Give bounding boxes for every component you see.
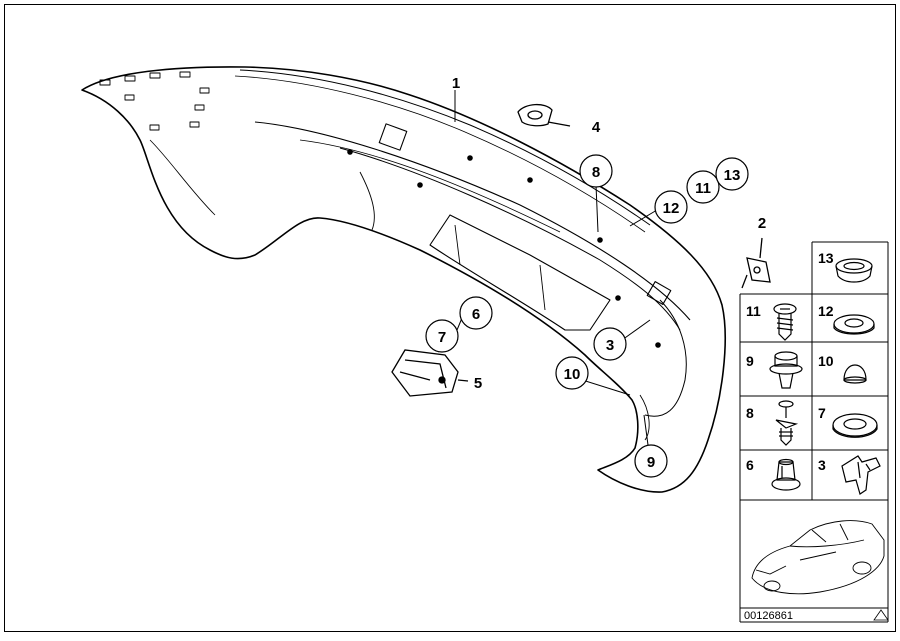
- svg-text:8: 8: [746, 405, 754, 421]
- grid-cell-9[interactable]: 9: [746, 351, 803, 389]
- svg-text:3: 3: [606, 337, 614, 354]
- svg-text:13: 13: [724, 167, 741, 184]
- nut-icon: [771, 458, 801, 491]
- part-5-mounting-bracket[interactable]: [391, 349, 469, 397]
- callout-7[interactable]: 7: [425, 319, 459, 353]
- grid-lines: [739, 241, 889, 623]
- parts-grid: 13 11 12: [739, 241, 889, 623]
- svg-text:6: 6: [746, 457, 754, 473]
- rubber-grommet-icon: [835, 258, 873, 283]
- part-4-cover[interactable]: [517, 103, 571, 127]
- svg-text:2: 2: [758, 215, 766, 232]
- callout-2[interactable]: 2: [758, 215, 766, 232]
- grid-cell-3[interactable]: 3: [818, 455, 881, 495]
- document-id: 00126861: [744, 610, 793, 622]
- ring-grommet-icon: [833, 314, 875, 335]
- flat-washer-icon: [832, 413, 878, 438]
- callout-8[interactable]: 8: [579, 154, 613, 188]
- callout-10[interactable]: 10: [555, 356, 589, 390]
- svg-text:5: 5: [474, 375, 482, 392]
- callout-5[interactable]: 5: [474, 375, 482, 392]
- grid-cell-8[interactable]: 8: [746, 400, 799, 446]
- grid-cell-11[interactable]: 11: [746, 303, 797, 341]
- svg-text:1: 1: [452, 75, 460, 92]
- callout-6[interactable]: 6: [459, 296, 493, 330]
- svg-text:13: 13: [818, 250, 834, 266]
- svg-text:3: 3: [818, 457, 826, 473]
- svg-text:12: 12: [663, 200, 680, 217]
- callout-13[interactable]: 13: [715, 157, 749, 191]
- svg-text:9: 9: [647, 454, 655, 471]
- callout-1[interactable]: 1: [452, 75, 460, 92]
- grid-cell-6[interactable]: 6: [746, 457, 801, 491]
- grid-cell-10[interactable]: 10: [818, 353, 867, 384]
- grid-cell-12[interactable]: 12: [818, 303, 875, 335]
- part-2-bracket[interactable]: [741, 237, 771, 289]
- callout-11[interactable]: 11: [686, 170, 720, 204]
- svg-text:10: 10: [818, 353, 834, 369]
- svg-text:6: 6: [472, 306, 480, 323]
- bracket-clip-icon: [841, 455, 881, 495]
- svg-text:11: 11: [746, 303, 761, 319]
- svg-text:8: 8: [592, 164, 600, 181]
- car-silhouette-icon: [751, 520, 885, 595]
- triangle-icon: [873, 609, 889, 621]
- dome-cap-icon: [843, 364, 867, 384]
- callout-9[interactable]: 9: [634, 444, 668, 478]
- push-clip-icon: [775, 400, 799, 446]
- svg-text:11: 11: [695, 180, 711, 197]
- svg-text:12: 12: [818, 303, 834, 319]
- screw-icon: [773, 303, 797, 341]
- svg-text:7: 7: [818, 405, 826, 421]
- outer-frame: [4, 4, 896, 632]
- grid-cell-7[interactable]: 7: [818, 405, 878, 438]
- expanding-rivet-icon: [769, 351, 803, 389]
- rear-bumper-cover[interactable]: [81, 66, 726, 493]
- callout-4[interactable]: 4: [592, 119, 601, 136]
- grid-cell-13[interactable]: 13: [818, 250, 873, 283]
- svg-text:9: 9: [746, 353, 754, 369]
- callout-12[interactable]: 12: [654, 190, 688, 224]
- svg-text:10: 10: [564, 366, 581, 383]
- svg-text:4: 4: [592, 119, 601, 136]
- callout-3[interactable]: 3: [593, 327, 627, 361]
- svg-text:7: 7: [438, 329, 446, 346]
